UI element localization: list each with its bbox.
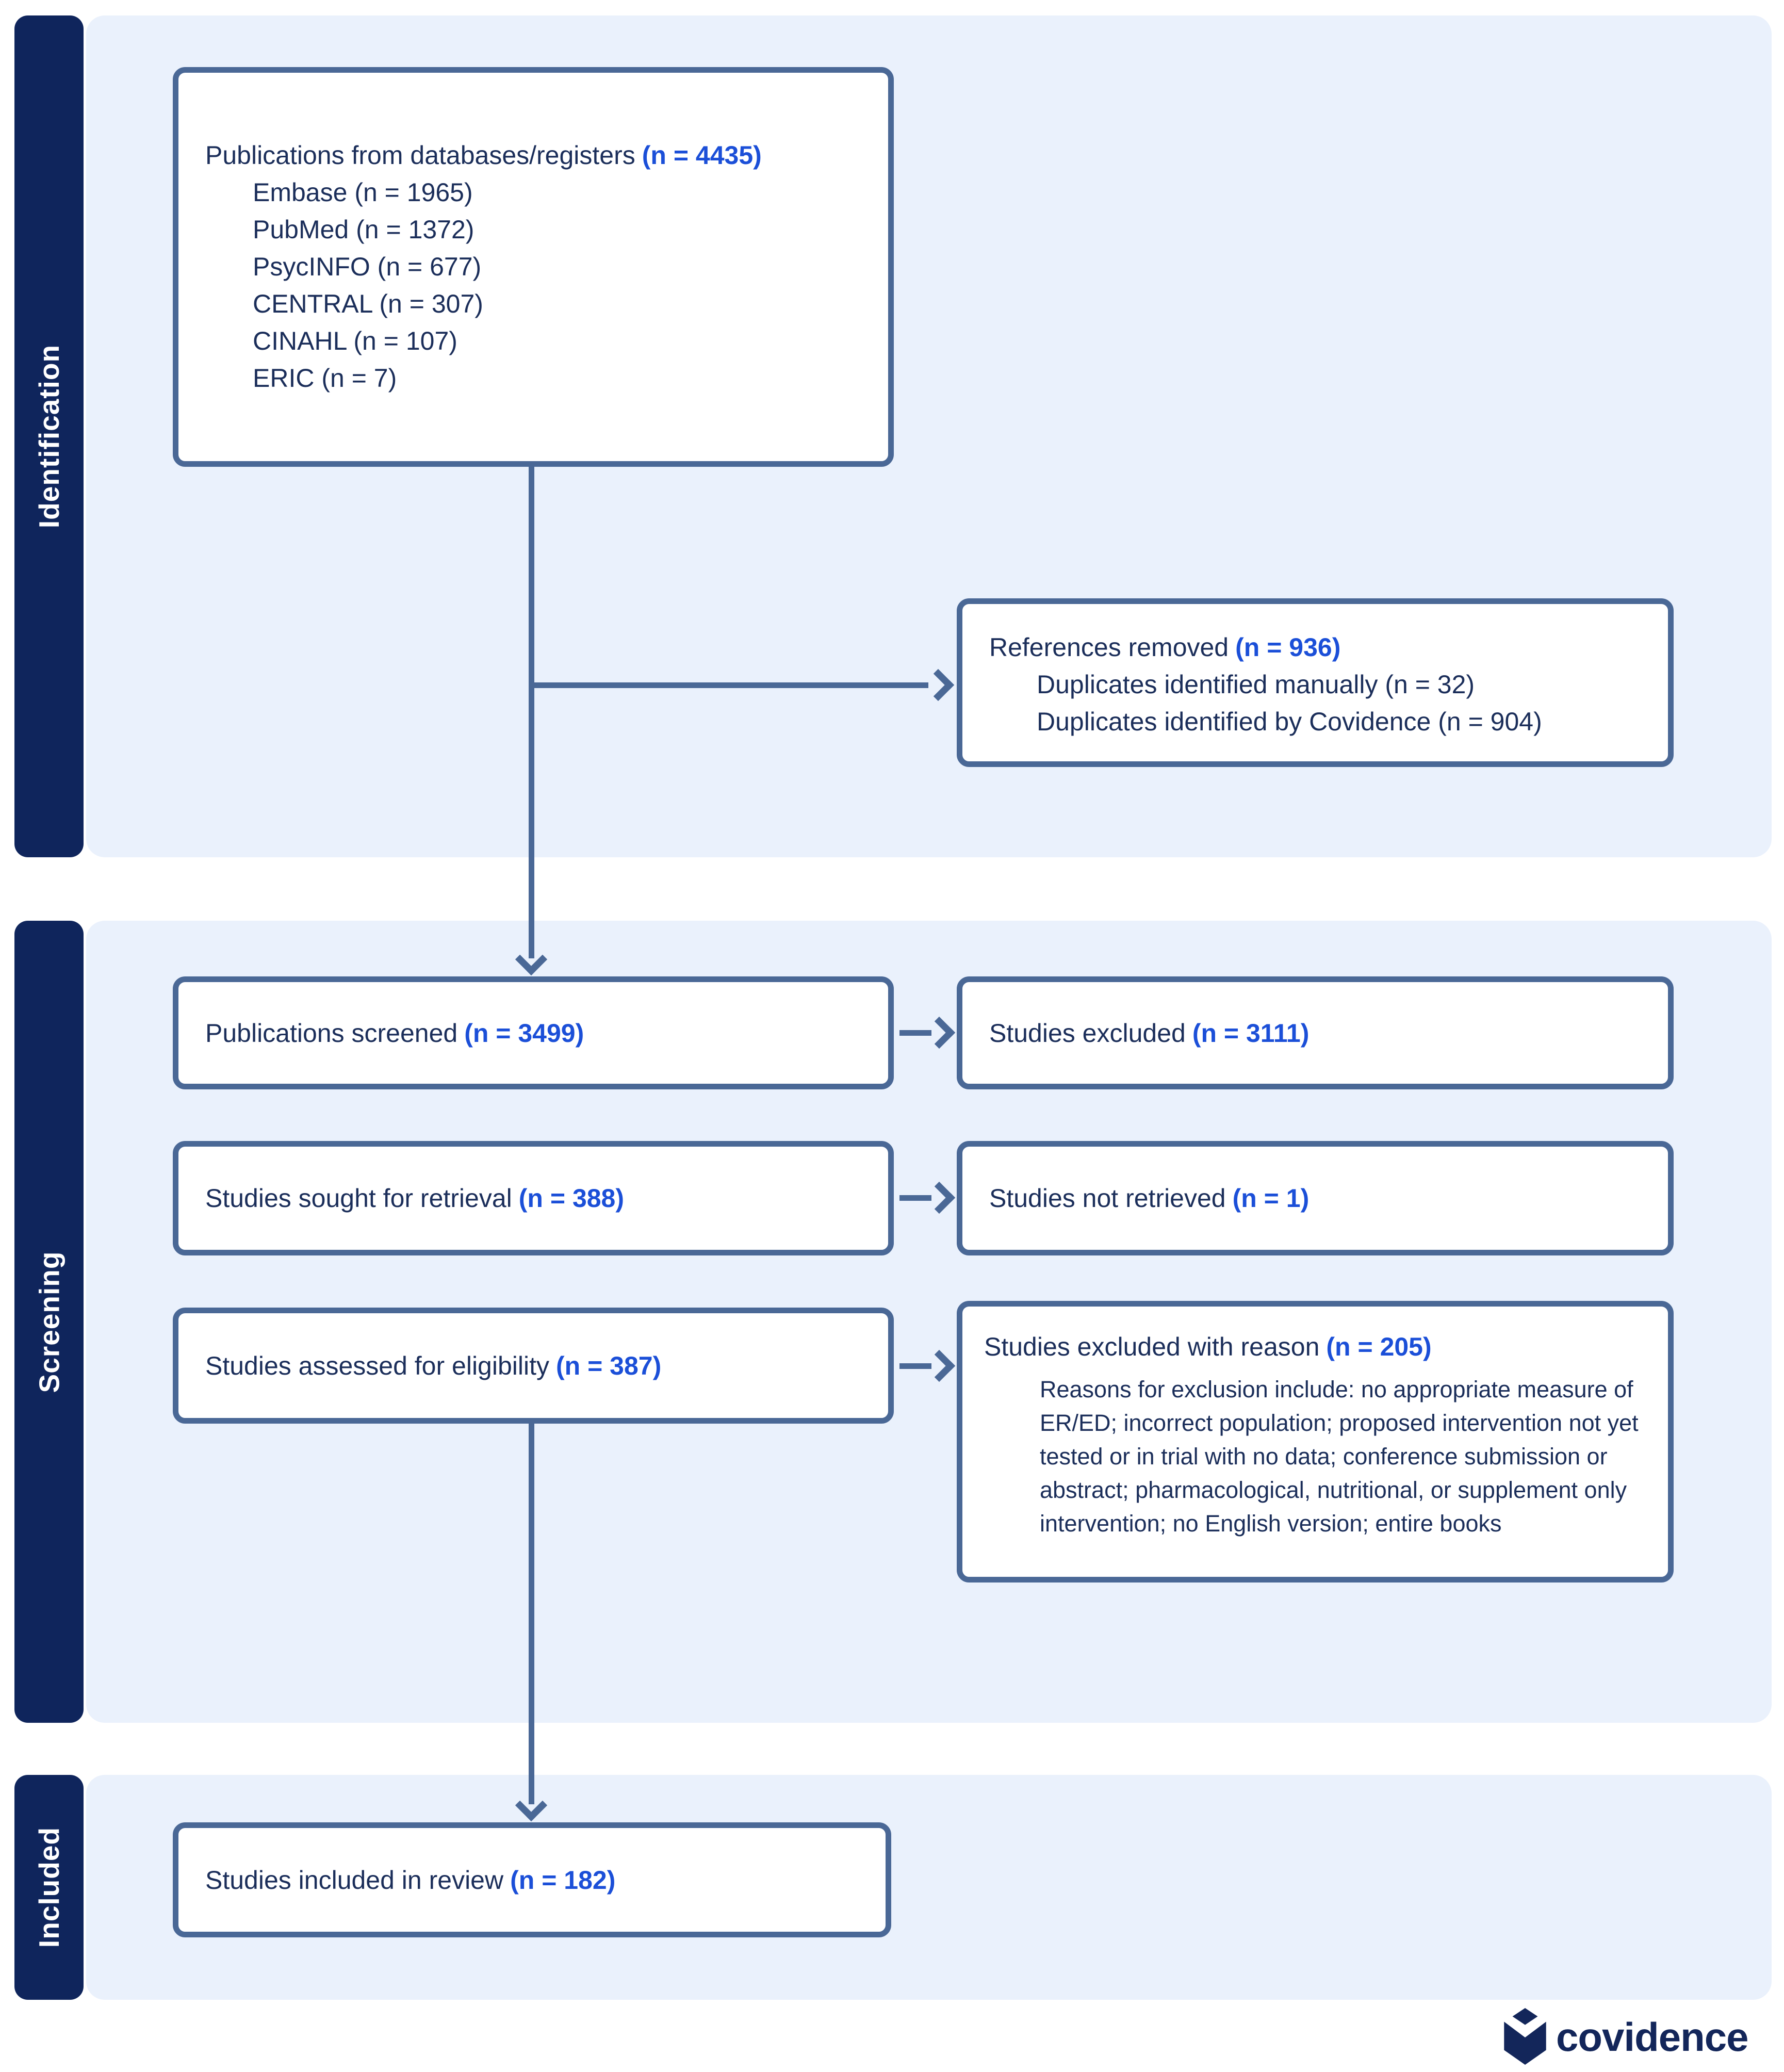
covidence-logo: covidence	[1503, 2008, 1749, 2066]
assessed-title: Studies assessed for eligibility(n = 387…	[205, 1351, 662, 1380]
screened-title: Publications screened(n = 3499)	[205, 1018, 584, 1048]
assessed-count: (n = 387)	[556, 1351, 662, 1380]
screened-count: (n = 3499)	[464, 1018, 584, 1048]
included-tab: Included	[14, 1775, 84, 2000]
included-count: (n = 182)	[510, 1865, 616, 1895]
assessed-box: Studies assessed for eligibility(n = 387…	[173, 1308, 894, 1424]
excluded-reason-paragraph: Reasons for exclusion include: no approp…	[1040, 1376, 1639, 1537]
identification-tab: Identification	[14, 15, 84, 857]
database-item: PubMed (n = 1372)	[253, 215, 474, 244]
references-removed-title: References removed(n = 936)	[989, 633, 1341, 662]
database-item: Embase (n = 1965)	[253, 178, 473, 207]
databases-count: (n = 4435)	[642, 141, 762, 170]
not-retrieved-count: (n = 1)	[1232, 1184, 1310, 1213]
connector-assessed-to-excluded-reason	[899, 1363, 931, 1369]
database-item: CINAHL (n = 107)	[253, 327, 457, 355]
references-removed-count: (n = 936)	[1235, 633, 1341, 662]
references-removed-item: Duplicates identified by Covidence (n = …	[1037, 707, 1542, 736]
database-item: CENTRAL (n = 307)	[253, 289, 483, 318]
references-removed-box: References removed(n = 936) Duplicates i…	[957, 598, 1674, 767]
database-item: PsycINFO (n = 677)	[253, 252, 482, 281]
databases-box: Publications from databases/registers(n …	[173, 67, 894, 467]
database-item: ERIC (n = 7)	[253, 364, 397, 393]
included-box: Studies included in review(n = 182)	[173, 1822, 891, 1937]
excluded-reason-count: (n = 205)	[1326, 1332, 1432, 1361]
included-title: Studies included in review(n = 182)	[205, 1865, 616, 1895]
connector-sought-to-not-retrieved	[899, 1195, 931, 1201]
sought-box: Studies sought for retrieval(n = 388)	[173, 1141, 894, 1255]
sought-title: Studies sought for retrieval(n = 388)	[205, 1184, 625, 1213]
databases-title: Publications from databases/registers(n …	[205, 141, 762, 170]
not-retrieved-box: Studies not retrieved(n = 1)	[957, 1141, 1674, 1255]
sought-count: (n = 388)	[518, 1184, 625, 1213]
connector-screened-to-excluded	[899, 1030, 931, 1036]
excluded-box: Studies excluded(n = 3111)	[957, 976, 1674, 1089]
screening-tab: Screening	[14, 921, 84, 1723]
connector-assessed-to-included	[529, 1423, 534, 1804]
references-removed-item: Duplicates identified manually (n = 32)	[1037, 670, 1475, 699]
connector-to-references-removed	[531, 682, 928, 688]
excluded-count: (n = 3111)	[1192, 1018, 1310, 1048]
screening-label: Screening	[33, 1251, 65, 1393]
identification-label: Identification	[33, 344, 66, 529]
covidence-wordmark: covidence	[1556, 2014, 1749, 2060]
included-label: Included	[33, 1826, 65, 1948]
not-retrieved-title: Studies not retrieved(n = 1)	[989, 1184, 1310, 1213]
screened-box: Publications screened(n = 3499)	[173, 976, 894, 1089]
covidence-book-mark-icon	[1504, 2008, 1546, 2065]
excluded-title: Studies excluded(n = 3111)	[989, 1018, 1310, 1048]
excluded-reason-box: Studies excluded with reason(n = 205) Re…	[957, 1301, 1674, 1582]
connector-databases-to-screened	[529, 466, 534, 958]
excluded-reason-title: Studies excluded with reason(n = 205)	[984, 1332, 1432, 1361]
